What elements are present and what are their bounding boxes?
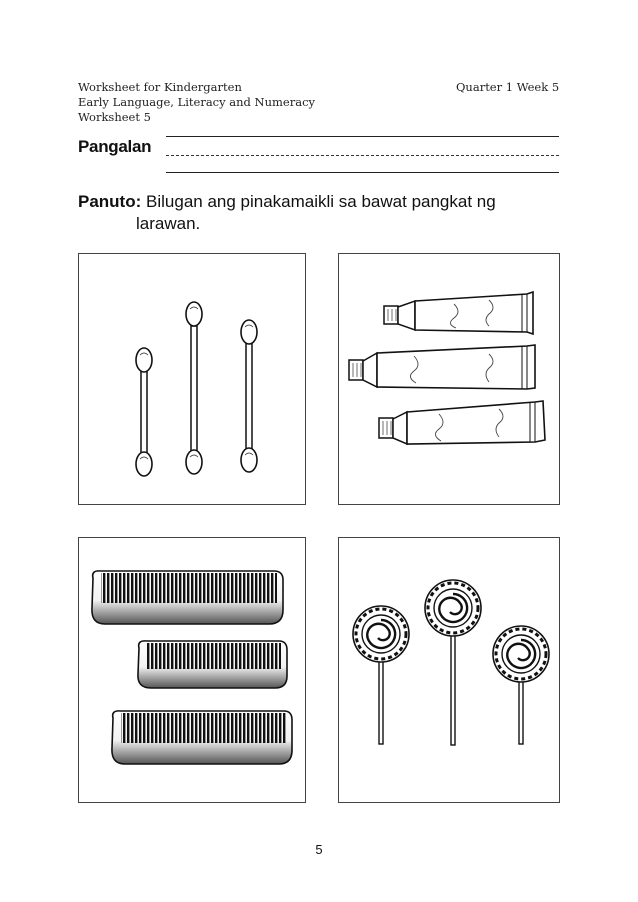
toothpaste-tube-icon[interactable] [383,290,534,336]
cotton-swab-icon[interactable] [185,301,203,475]
instruction-label: Panuto: [78,192,142,211]
panel-combs [78,537,306,803]
instruction: Panuto: Bilugan ang pinakamaikli sa bawa… [78,190,568,214]
instruction-text-line2: larawan. [136,214,201,233]
instruction-text-line1: Bilugan ang pinakamaikli sa bawat pangka… [146,192,496,211]
name-line-dashed[interactable] [166,155,559,156]
lollipop-group [351,578,551,746]
toothpaste-tube-icon[interactable] [378,400,546,446]
comb-icon[interactable] [91,570,284,625]
worksheet-title: Worksheet for Kindergarten [78,80,242,94]
quarter-week: Quarter 1 Week 5 [456,80,560,94]
name-line-top [166,136,559,137]
panel-toothpaste [338,253,560,505]
panel-lollipops [338,537,560,803]
comb-icon[interactable] [137,640,288,689]
cotton-swab-icon[interactable] [240,319,258,473]
worksheet-number: Worksheet 5 [78,110,151,124]
panel-cotton-swabs [78,253,306,505]
comb-icon[interactable] [111,710,293,765]
lollipop-icon[interactable] [423,578,483,746]
toothpaste-group [348,290,546,446]
name-line-bottom [166,172,559,173]
comb-group [91,570,293,765]
lollipop-icon[interactable] [351,604,411,745]
name-label: Pangalan [78,137,152,156]
worksheet-subject: Early Language, Literacy and Numeracy [78,95,316,109]
toothpaste-tube-icon[interactable] [348,344,536,390]
page-number: 5 [315,842,323,857]
cotton-swab-group [135,301,258,477]
lollipop-icon[interactable] [491,624,551,745]
cotton-swab-icon[interactable] [135,347,153,477]
